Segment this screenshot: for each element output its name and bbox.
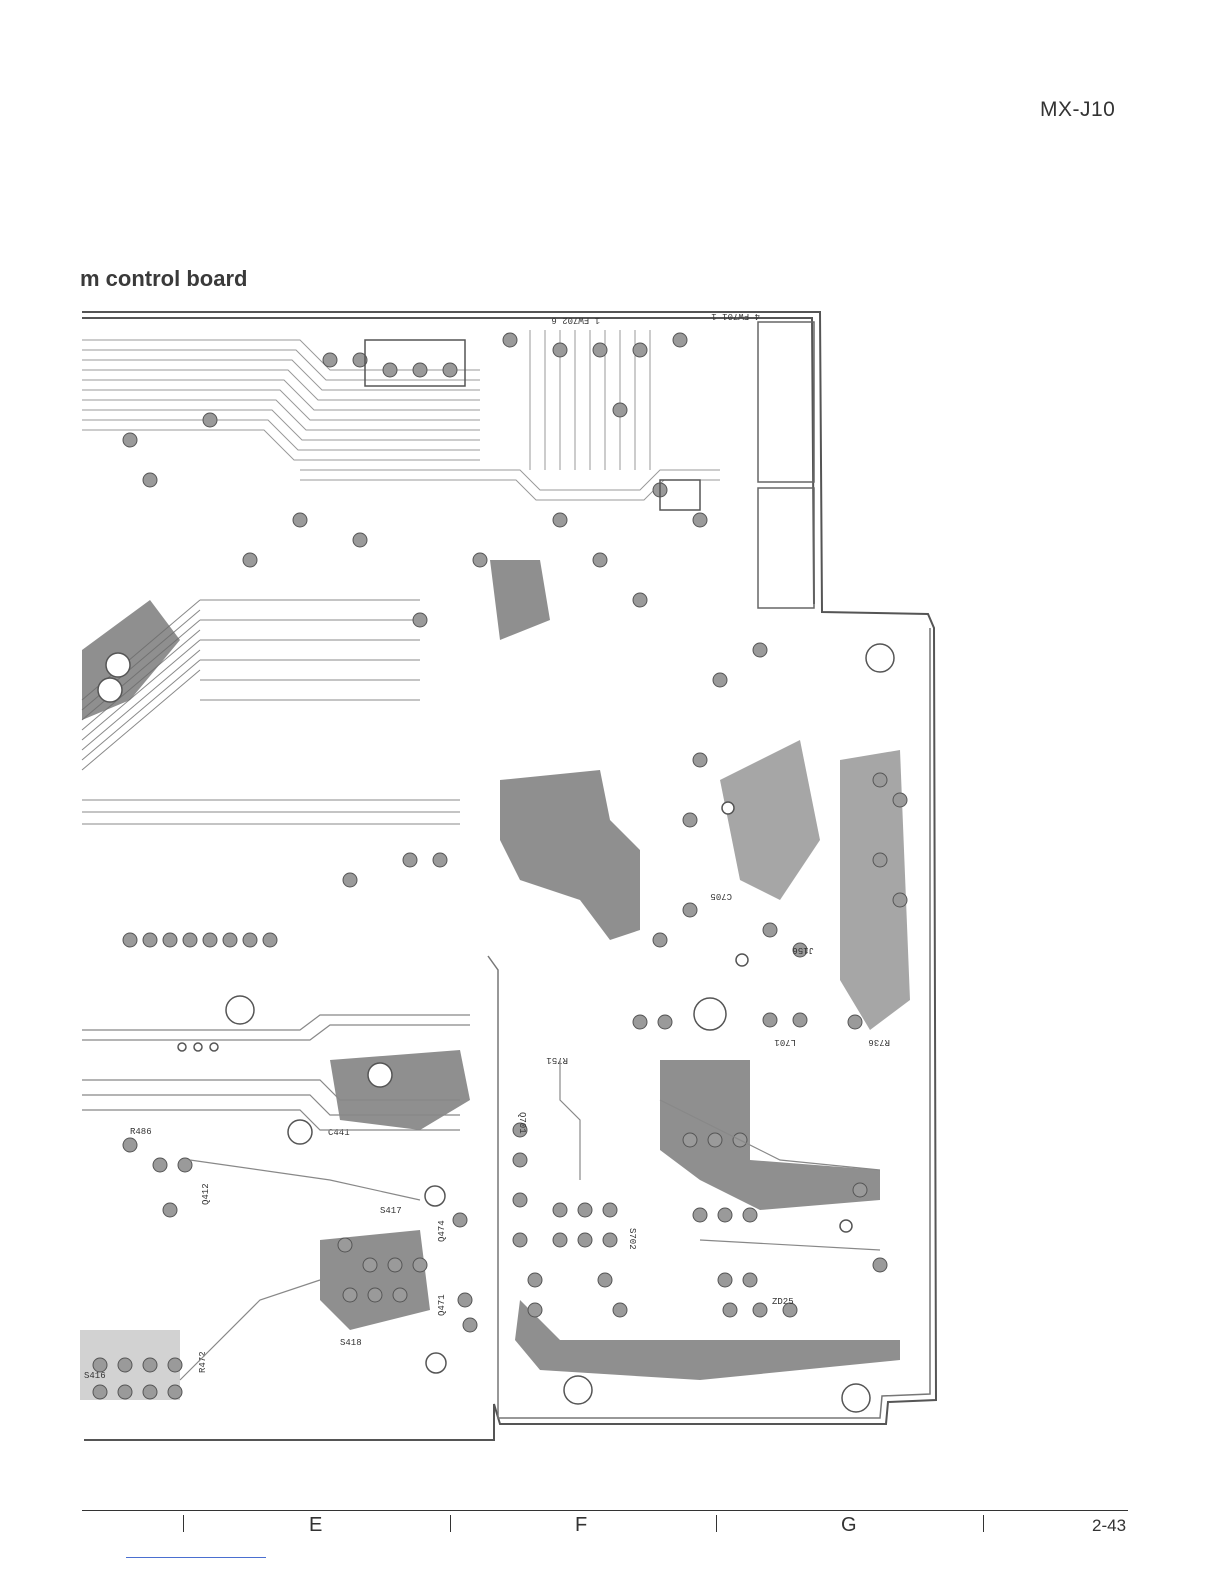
label-r736: R736 — [868, 1037, 890, 1047]
label-r486: R486 — [130, 1127, 152, 1137]
label-q474: Q474 — [437, 1220, 447, 1242]
grid-tick — [183, 1515, 184, 1532]
label-fw702: 1 FW702 6 — [551, 315, 600, 325]
connector-block-right — [758, 322, 814, 608]
label-q471: Q471 — [437, 1294, 447, 1316]
label-c705: C705 — [710, 891, 732, 901]
label-r751: R751 — [546, 1055, 568, 1065]
label-zd25: ZD25 — [772, 1297, 794, 1307]
grid-label-e: E — [309, 1514, 322, 1537]
label-q412: Q412 — [201, 1183, 211, 1205]
grid-label-f: F — [575, 1514, 587, 1537]
grid-tick — [450, 1515, 451, 1532]
label-r472: R472 — [198, 1351, 208, 1373]
label-fw701: 4 FW701 1 — [711, 311, 760, 321]
grid-tick — [716, 1515, 717, 1532]
label-s702: S702 — [627, 1228, 637, 1250]
label-l701: L701 — [774, 1037, 796, 1047]
blue-link-underline — [126, 1557, 266, 1558]
label-q701: Q701 — [517, 1112, 527, 1134]
copper-pours — [80, 560, 910, 1400]
grid-label-g: G — [841, 1514, 857, 1537]
label-s416: S416 — [84, 1371, 106, 1381]
label-s417: S417 — [380, 1206, 402, 1216]
board-outline — [82, 312, 936, 1440]
grid-tick — [983, 1515, 984, 1532]
page-number: 2-43 — [1092, 1516, 1126, 1536]
label-j156: J156 — [792, 945, 814, 955]
footer-rule — [82, 1510, 1128, 1511]
label-s418: S418 — [340, 1338, 362, 1348]
